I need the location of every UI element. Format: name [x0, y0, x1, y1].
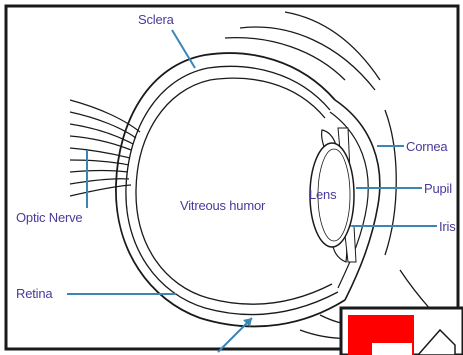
choroid-layer — [126, 66, 338, 314]
label-iris: Iris — [439, 219, 456, 234]
label-cornea: Cornea — [406, 139, 447, 154]
inset-white-notch — [372, 343, 412, 355]
label-sclera: Sclera — [138, 12, 174, 27]
label-retina: Retina — [16, 286, 52, 301]
label-vitreous-humor: Vitreous humor — [180, 198, 265, 213]
optic-nerve-fibers — [70, 100, 140, 196]
label-pupil: Pupil — [424, 181, 452, 196]
label-optic-nerve: Optic Nerve — [16, 210, 82, 225]
label-lens: Lens — [309, 187, 336, 202]
diagram-border — [6, 6, 458, 349]
retina-layer — [136, 78, 332, 304]
